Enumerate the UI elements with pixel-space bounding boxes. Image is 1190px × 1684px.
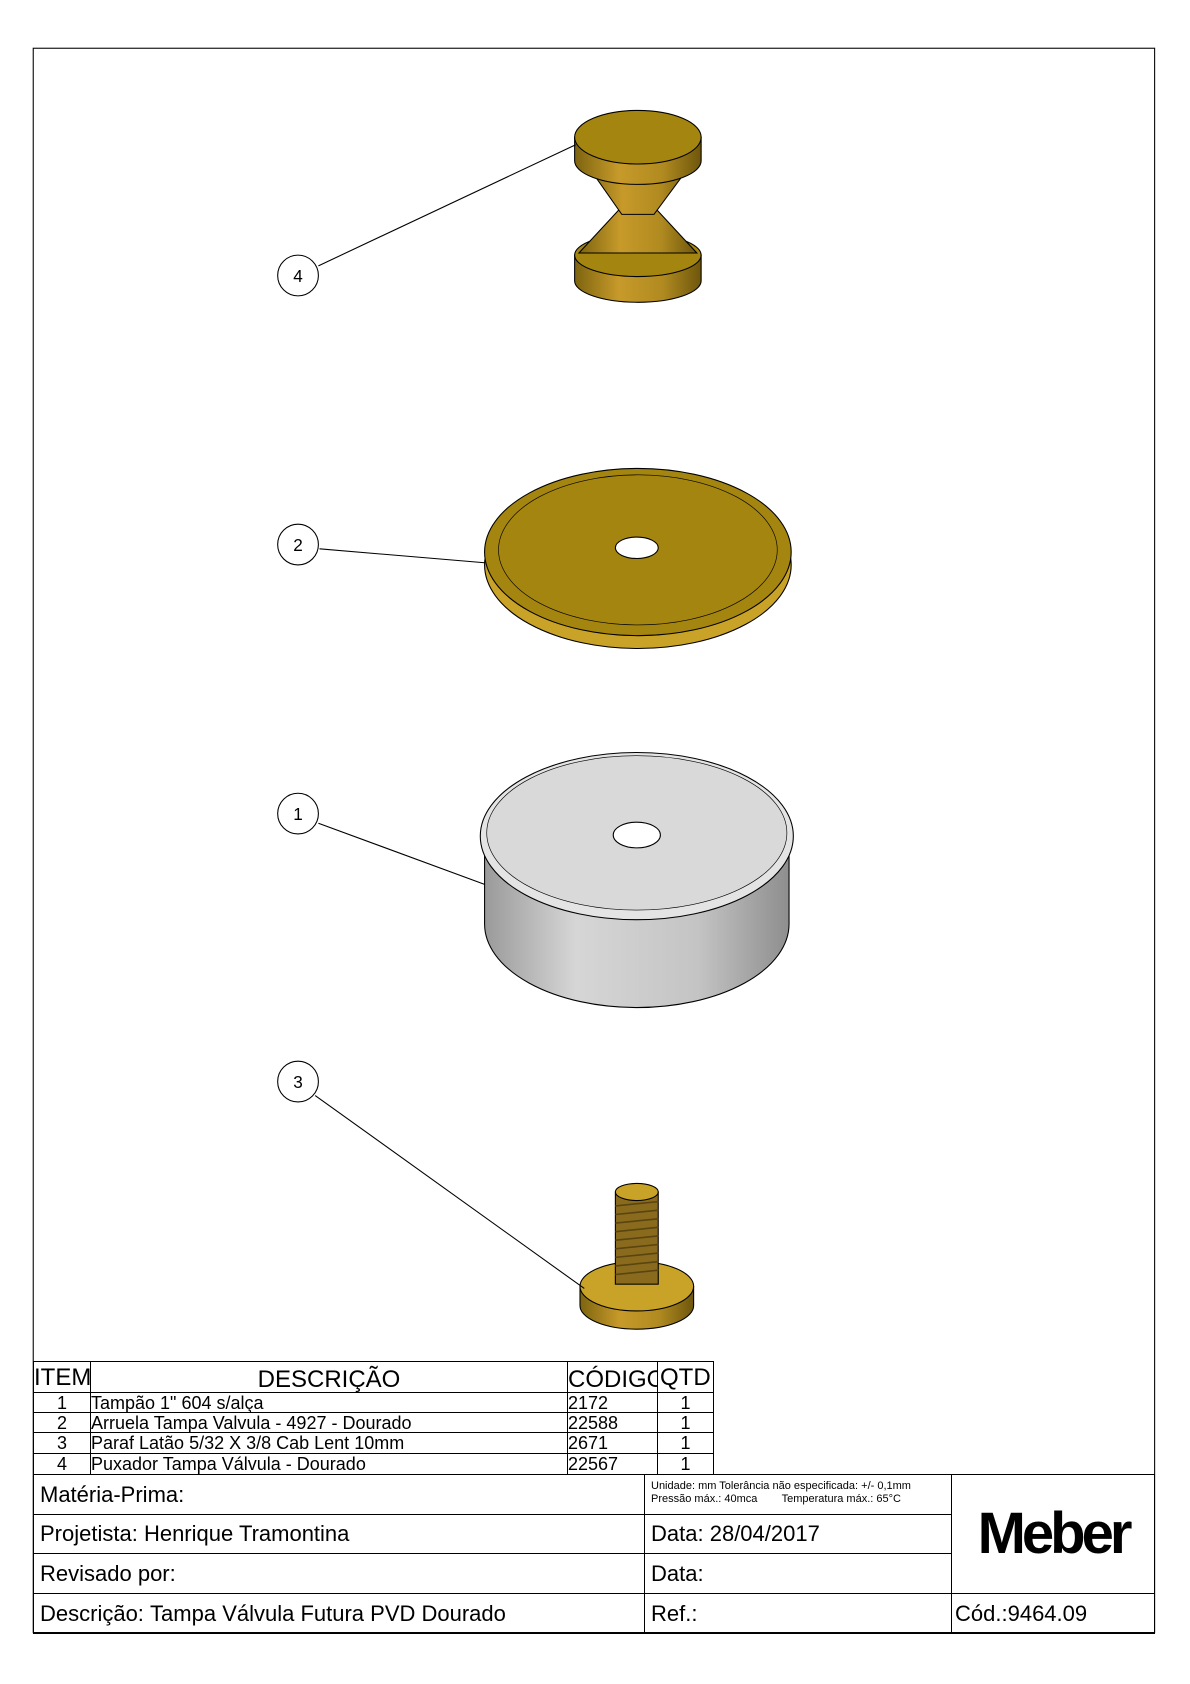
callout-label: 4 [293, 266, 303, 286]
bom-header-description: DESCRIÇÃO [90, 1361, 568, 1393]
bom-description: Paraf Latão 5/32 X 3/8 Cab Lent 10mm [90, 1432, 568, 1454]
part-4-knob [574, 109, 702, 303]
data-label: Data: [651, 1521, 704, 1546]
bom-qty: 1 [657, 1453, 714, 1475]
cod-value: 9464.09 [1007, 1600, 1088, 1626]
part-2-washer [484, 467, 792, 650]
callout-4 [277, 254, 319, 297]
callout-label: 3 [293, 1072, 303, 1092]
ref: Ref.: [644, 1593, 952, 1634]
cod: Cód.:9464.09 [951, 1593, 1155, 1634]
data2-label: Data: [651, 1560, 704, 1586]
descricao-label: Descrição: [40, 1600, 144, 1626]
materia-prima-label: Matéria-Prima: [40, 1481, 185, 1507]
revisado-label: Revisado por: [40, 1560, 176, 1586]
projetista-value: Henrique Tramontina [143, 1521, 350, 1546]
callout-2 [277, 523, 319, 566]
projetista: Projetista: Henrique Tramontina [33, 1514, 645, 1554]
ref-label: Ref.: [651, 1600, 698, 1626]
materia-prima: Matéria-Prima: [33, 1474, 645, 1515]
bom-qty: 1 [657, 1412, 714, 1433]
notes-line-2: Pressão máx.: 40mca Temperatura máx.: 65… [651, 1493, 901, 1505]
bom-code: 22567 [567, 1453, 658, 1475]
bom-code: 22588 [567, 1412, 658, 1433]
callout-balloons [277, 254, 319, 1103]
descricao-value: Tampa Válvula Futura PVD Dourado [150, 1600, 506, 1626]
cod-label: Cód.: [955, 1600, 1008, 1626]
data-field-2: Data: [644, 1553, 952, 1594]
part-3-screw [579, 1182, 695, 1330]
bom-description: Puxador Tampa Válvula - Dourado [90, 1453, 568, 1475]
bom-header-item: ITEM [33, 1361, 91, 1393]
sheet-border [32, 47, 1156, 1634]
bom-header-qty: QTD [657, 1361, 714, 1393]
bom-description: Arruela Tampa Valvula - 4927 - Dourado [90, 1412, 568, 1433]
callout-1 [277, 792, 319, 835]
data-field: Data: 28/04/2017 [644, 1514, 952, 1554]
bom-item: 3 [33, 1432, 91, 1454]
projetista-label: Projetista: [40, 1521, 138, 1546]
bom-item: 2 [33, 1412, 91, 1433]
notes-line-1: Unidade: mm Tolerância não especificada:… [651, 1480, 911, 1492]
callout-label: 1 [293, 804, 303, 824]
bom-qty: 1 [657, 1432, 714, 1454]
bom-description: Tampão 1" 604 s/alça [90, 1392, 568, 1413]
callout-3 [277, 1060, 319, 1103]
part-1-cap [479, 751, 794, 1009]
bom-qty: 1 [657, 1392, 714, 1413]
revisado-por: Revisado por: [33, 1553, 645, 1594]
data-value: 28/04/2017 [709, 1521, 820, 1546]
leader-lines [314, 144, 585, 1289]
bom-item: 4 [33, 1453, 91, 1475]
notes: Unidade: mm Tolerância não especificada:… [644, 1474, 952, 1515]
bom-code: 2172 [567, 1392, 658, 1413]
bom-header-code: CÓDIGO [567, 1361, 658, 1393]
bom-item: 1 [33, 1392, 91, 1413]
bom-code: 2671 [567, 1432, 658, 1454]
meber-logo: Meber [951, 1474, 1155, 1594]
callout-label: 2 [293, 535, 303, 555]
descricao: Descrição: Tampa Válvula Futura PVD Dour… [33, 1593, 645, 1634]
